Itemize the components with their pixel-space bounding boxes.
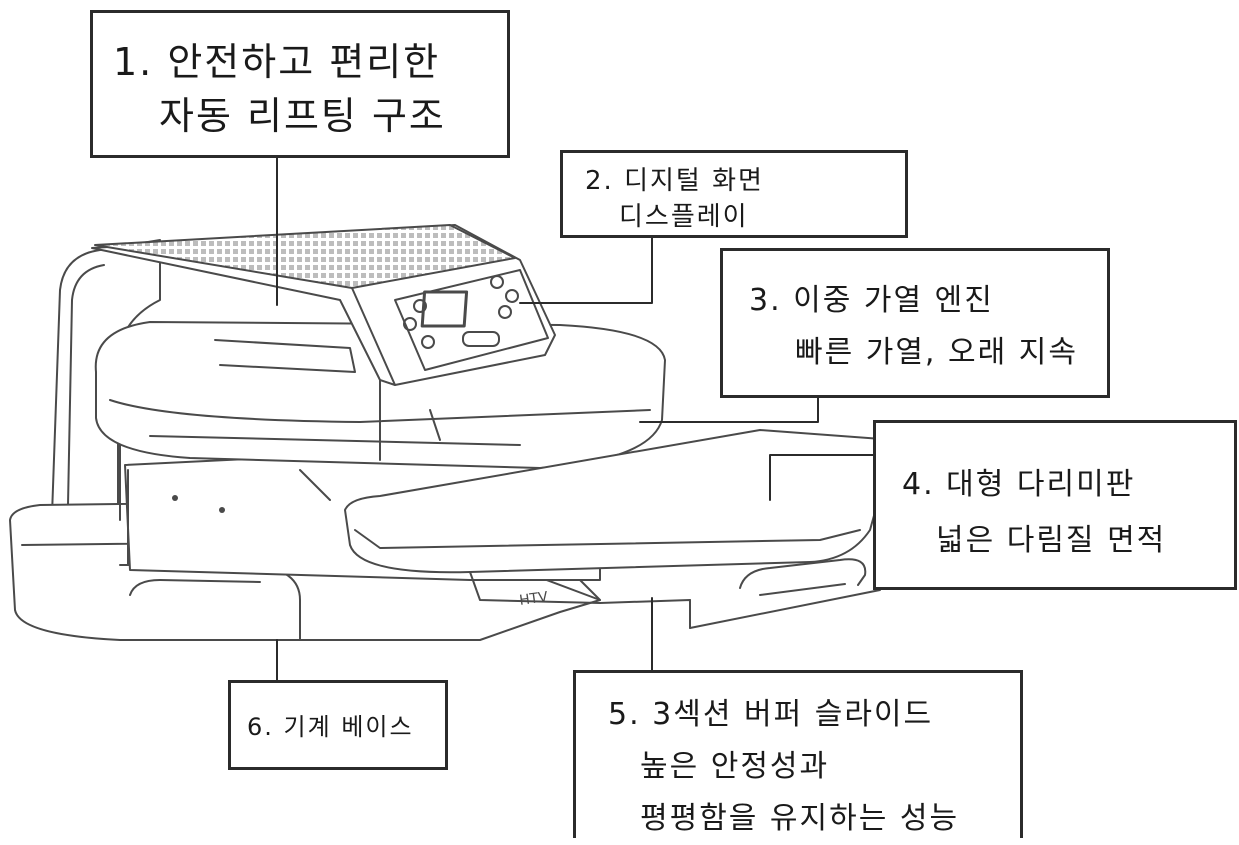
brand-mark: HTV — [518, 589, 549, 609]
callout-3-title: 3. 이중 가열 엔진 — [749, 283, 994, 318]
callout-buffer-slide: 5. 3섹션 버퍼 슬라이드 높은 안정성과 평평함을 유지하는 성능 — [573, 670, 1023, 838]
callout-1-subtitle: 자동 리프팅 구조 — [159, 94, 446, 138]
leader-line-4 — [769, 454, 874, 501]
drawer-handle — [739, 558, 867, 589]
leader-line-3 — [639, 397, 819, 423]
digital-display-screen — [420, 290, 469, 328]
callout-2-title: 2. 디지털 화면 — [585, 166, 764, 196]
callout-1-title: 1. 안전하고 편리한 — [113, 40, 441, 84]
callout-6-title: 6. 기계 베이스 — [247, 713, 414, 741]
callout-2-subtitle: 디스플레이 — [619, 202, 749, 232]
control-panel — [394, 269, 549, 371]
machine-drawing: HTV — [9, 157, 896, 681]
callout-5-line-3: 평평함을 유지하는 성능 — [640, 801, 960, 836]
leader-line-2 — [519, 237, 653, 304]
callout-dual-heating: 3. 이중 가열 엔진 빠른 가열, 오래 지속 — [720, 248, 1110, 398]
callout-5-title: 5. 3섹션 버퍼 슬라이드 — [608, 697, 934, 732]
callout-digital-display: 2. 디지털 화면 디스플레이 — [560, 150, 908, 238]
ironing-board — [344, 429, 896, 574]
callout-3-subtitle: 빠른 가열, 오래 지속 — [795, 335, 1078, 370]
callout-machine-base: 6. 기계 베이스 — [228, 680, 448, 770]
callout-4-title: 4. 대형 다리미판 — [902, 467, 1136, 502]
callout-auto-lifting: 1. 안전하고 편리한 자동 리프팅 구조 — [90, 10, 510, 158]
top-vent-grille — [94, 224, 516, 289]
callout-5-line-2: 높은 안정성과 — [640, 749, 830, 784]
callout-large-ironing-board: 4. 대형 다리미판 넓은 다림질 면적 — [873, 420, 1237, 590]
callout-4-subtitle: 넓은 다림질 면적 — [936, 523, 1167, 558]
